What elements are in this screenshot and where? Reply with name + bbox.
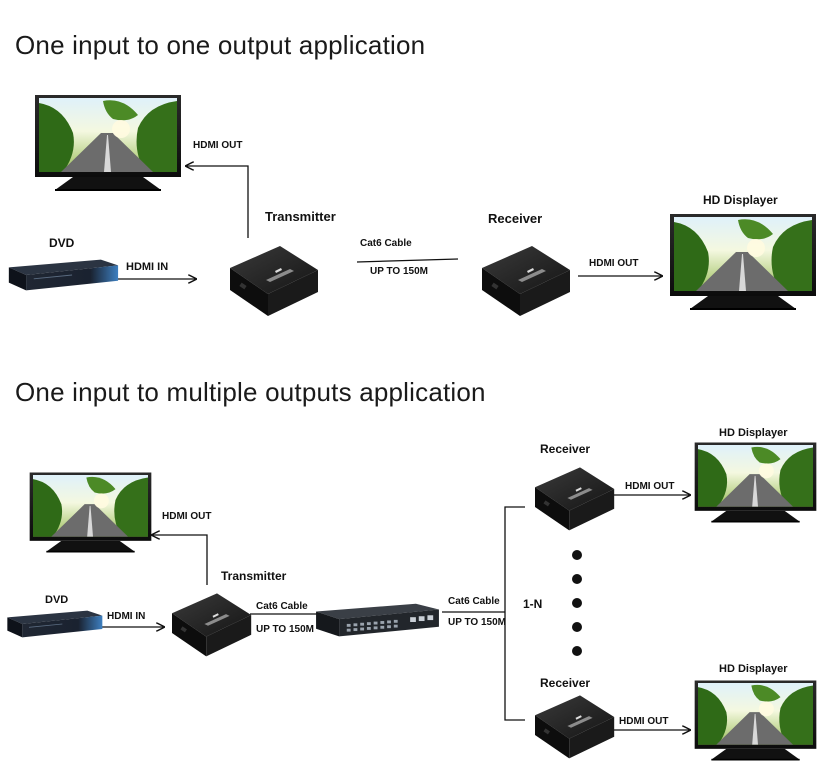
s2-branch-bracket bbox=[504, 506, 525, 721]
s2-ellipsis-dot bbox=[572, 622, 582, 632]
s1-cat6-line bbox=[356, 258, 459, 263]
s1-transmitter-label: Transmitter bbox=[265, 209, 336, 224]
s2-dvd-player bbox=[4, 607, 104, 641]
s1-receiver-box bbox=[472, 238, 572, 322]
s1-tv-left bbox=[33, 93, 183, 193]
s2-ellipsis-dot bbox=[572, 550, 582, 560]
s2-range-left-label: UP TO 150M bbox=[256, 624, 314, 635]
s2-range-right-label: UP TO 150M bbox=[448, 617, 506, 628]
s2-tv-top-right bbox=[693, 440, 818, 525]
s2-receiver-top-label: Receiver bbox=[540, 442, 591, 456]
s2-receiver-bottom-label: Receiver bbox=[540, 676, 591, 690]
s2-transmitter-box bbox=[162, 588, 254, 660]
s2-hdmi-out-bottom-label: HDMI OUT bbox=[619, 716, 669, 727]
s2-ellipsis-dot bbox=[572, 646, 582, 656]
s2-transmitter-label: Transmitter bbox=[221, 569, 287, 583]
s1-hd-displayer-label: HD Displayer bbox=[703, 193, 778, 207]
s1-range-label: UP TO 150M bbox=[370, 266, 428, 277]
s2-cable-right-label: Cat6 Cable bbox=[448, 596, 500, 607]
section2-title: One input to multiple outputs applicatio… bbox=[15, 377, 486, 407]
s2-hdmi-out-top-label: HDMI OUT bbox=[625, 481, 675, 492]
s2-one-to-n-label: 1-N bbox=[523, 597, 543, 611]
s2-hdmi-out-line bbox=[152, 535, 208, 585]
s2-cable-left-label: Cat6 Cable bbox=[256, 601, 308, 612]
s1-dvd-label: DVD bbox=[49, 236, 75, 250]
s2-tv-bottom-right bbox=[693, 678, 818, 763]
s2-ellipsis-dot bbox=[572, 598, 582, 608]
s2-hdmi-out-label: HDMI OUT bbox=[162, 511, 212, 522]
s1-tv-right bbox=[668, 212, 818, 312]
s2-receiver-bottom-box bbox=[525, 690, 617, 762]
s1-hdmi-out-right-label: HDMI OUT bbox=[589, 258, 639, 269]
s1-receiver-label: Receiver bbox=[488, 211, 543, 226]
section1-title: One input to one output application bbox=[15, 30, 426, 60]
s1-transmitter-box bbox=[220, 238, 320, 322]
s1-cable-label: Cat6 Cable bbox=[360, 238, 412, 249]
s1-hdmi-out-line bbox=[186, 166, 249, 238]
s2-hd-displayer-top-label: HD Displayer bbox=[719, 427, 788, 439]
s2-tv-left bbox=[28, 470, 153, 555]
s1-hdmi-out-label: HDMI OUT bbox=[193, 140, 243, 151]
s2-network-switch bbox=[310, 598, 445, 646]
s2-hdmi-in-label: HDMI IN bbox=[107, 611, 146, 622]
s2-hd-displayer-bottom-label: HD Displayer bbox=[719, 663, 788, 675]
s2-receiver-top-box bbox=[525, 462, 617, 534]
s1-hdmi-in-label: HDMI IN bbox=[126, 261, 169, 273]
s1-dvd-player bbox=[5, 255, 120, 295]
s2-ellipsis-dot bbox=[572, 574, 582, 584]
s2-dvd-label: DVD bbox=[45, 594, 69, 606]
